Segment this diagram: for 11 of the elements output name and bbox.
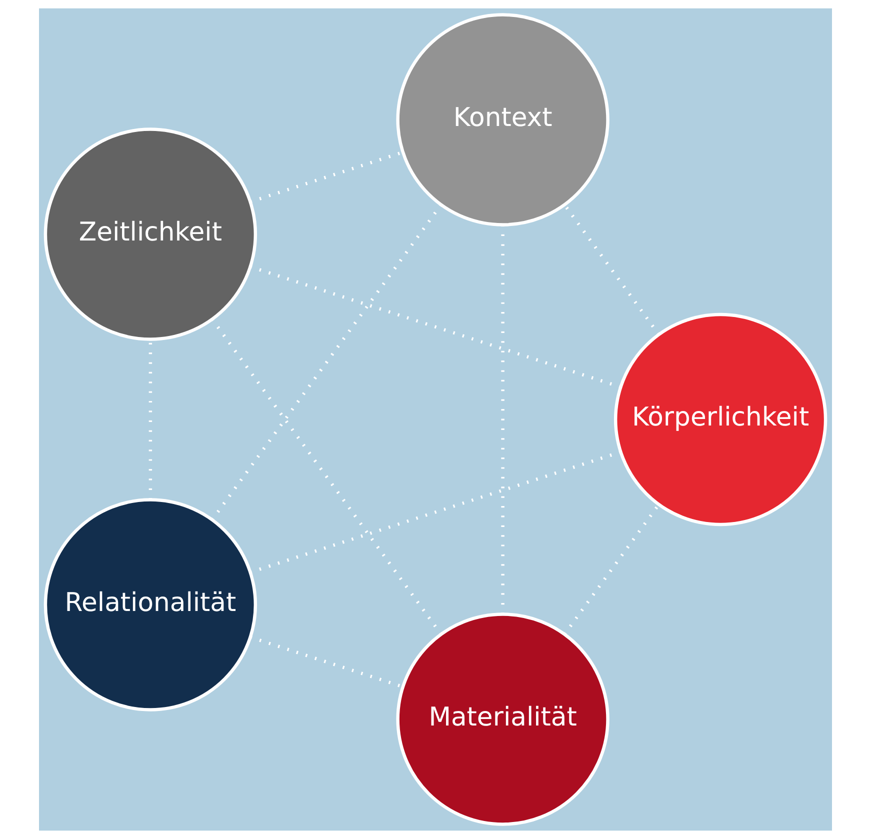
node-circle: Zeitlichkeit [44, 128, 258, 341]
node-circle: Relationalität [44, 498, 258, 712]
connector [250, 450, 621, 574]
connector [563, 504, 660, 636]
node-circle: Materialität [396, 612, 610, 826]
node-circle: Körperlichkeit [614, 312, 828, 526]
node-circle: Kontext [396, 13, 610, 226]
connector [211, 204, 442, 520]
connector [250, 265, 622, 389]
connector [563, 204, 660, 336]
connector [211, 318, 442, 636]
